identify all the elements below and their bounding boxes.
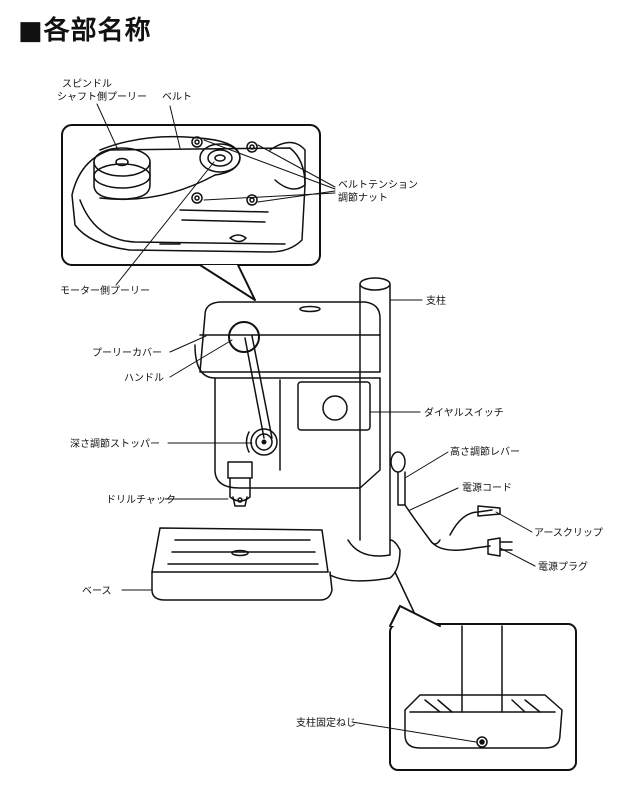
label-spindle-pulley-2: シャフト側プーリー	[57, 90, 147, 103]
pulley-detail-callout	[61, 124, 321, 301]
label-column: 支柱	[426, 294, 446, 307]
label-dial-switch: ダイヤルスイッチ	[424, 406, 504, 419]
label-drill-chuck: ドリルチャック	[106, 494, 176, 506]
label-belt-tension-1: ベルトテンション	[338, 179, 418, 191]
label-motor-pulley: モーター側プーリー	[60, 284, 150, 297]
label-earth-clip: アースクリップ	[534, 527, 603, 539]
label-pulley-cover: プーリーカバー	[92, 347, 162, 359]
label-height-lever: 高さ調節レバー	[450, 445, 520, 458]
label-power-plug: 電源プラグ	[538, 560, 588, 573]
base-detail-callout	[389, 605, 577, 771]
label-power-cord: 電源コード	[462, 481, 512, 494]
leader-lines	[96, 103, 536, 743]
label-handle: ハンドル	[124, 373, 164, 384]
label-depth-stopper: 深さ調節ストッパー	[70, 437, 160, 450]
label-column-screw: 支柱固定ねじ	[296, 716, 356, 729]
label-base: ベース	[82, 585, 112, 597]
page-title: ■各部名称	[18, 16, 152, 46]
label-belt: ベルト	[162, 91, 192, 103]
label-spindle-pulley-1: スピンドル	[62, 78, 112, 90]
label-belt-tension-2: 調節ナット	[338, 191, 388, 204]
